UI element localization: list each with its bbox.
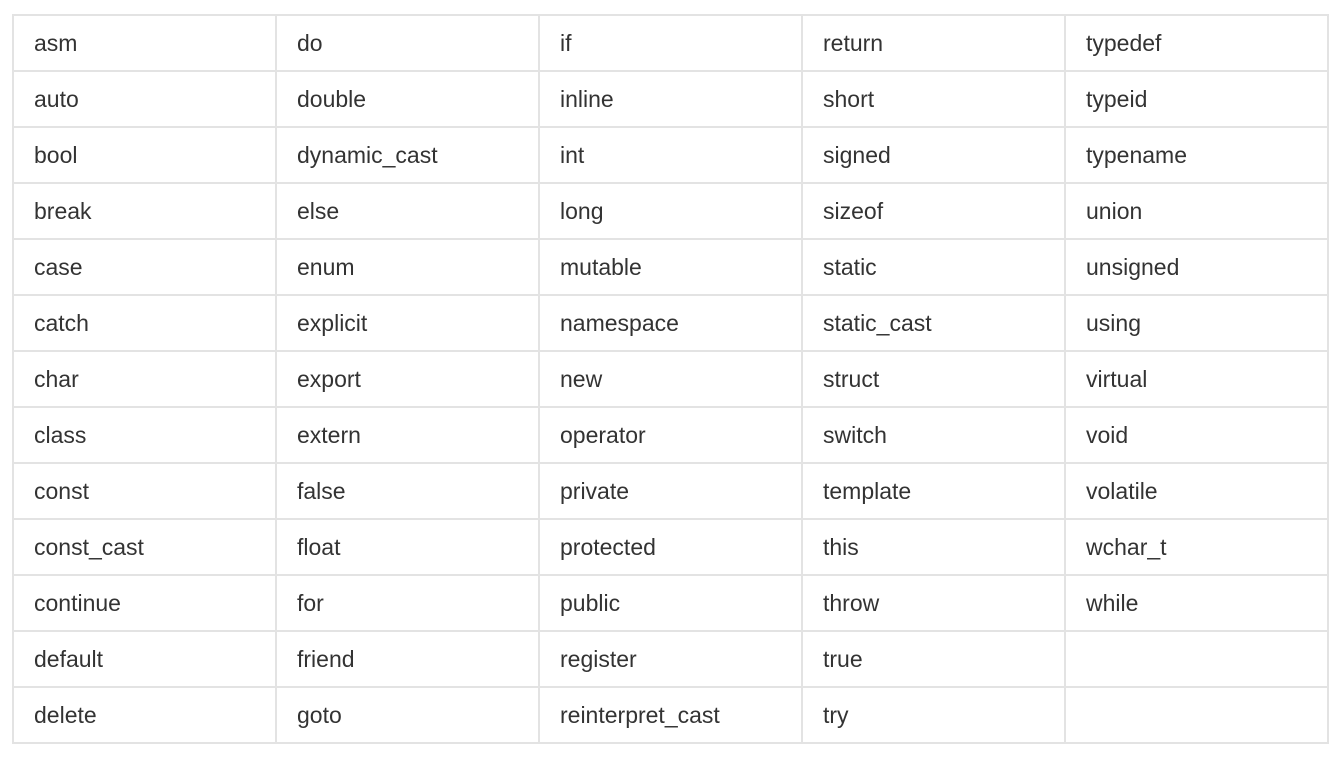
keyword-cell: continue bbox=[12, 574, 277, 632]
keyword-cell: extern bbox=[275, 406, 540, 464]
keyword-cell: mutable bbox=[538, 238, 803, 296]
keyword-cell: friend bbox=[275, 630, 540, 688]
keyword-cell: goto bbox=[275, 686, 540, 744]
keyword-cell: enum bbox=[275, 238, 540, 296]
keyword-cell: catch bbox=[12, 294, 277, 352]
keyword-cell: using bbox=[1064, 294, 1329, 352]
keyword-cell: sizeof bbox=[801, 182, 1066, 240]
keyword-cell: const bbox=[12, 462, 277, 520]
keyword-cell: float bbox=[275, 518, 540, 576]
keyword-cell: double bbox=[275, 70, 540, 128]
keyword-cell: while bbox=[1064, 574, 1329, 632]
keyword-cell: else bbox=[275, 182, 540, 240]
keyword-cell: throw bbox=[801, 574, 1066, 632]
keyword-cell: reinterpret_cast bbox=[538, 686, 803, 744]
keyword-cell: struct bbox=[801, 350, 1066, 408]
keyword-cell: default bbox=[12, 630, 277, 688]
keyword-cell: this bbox=[801, 518, 1066, 576]
keyword-cell: return bbox=[801, 14, 1066, 72]
keyword-cell: if bbox=[538, 14, 803, 72]
keyword-cell: protected bbox=[538, 518, 803, 576]
keyword-cell: inline bbox=[538, 70, 803, 128]
keyword-cell: const_cast bbox=[12, 518, 277, 576]
keyword-cell: unsigned bbox=[1064, 238, 1329, 296]
keyword-cell: do bbox=[275, 14, 540, 72]
keyword-cell: long bbox=[538, 182, 803, 240]
keyword-cell: explicit bbox=[275, 294, 540, 352]
keyword-cell: volatile bbox=[1064, 462, 1329, 520]
keyword-cell: break bbox=[12, 182, 277, 240]
empty-cell bbox=[1064, 686, 1329, 744]
keyword-cell: for bbox=[275, 574, 540, 632]
keyword-cell: class bbox=[12, 406, 277, 464]
keyword-cell: register bbox=[538, 630, 803, 688]
keyword-cell: void bbox=[1064, 406, 1329, 464]
keyword-cell: true bbox=[801, 630, 1066, 688]
keyword-cell: export bbox=[275, 350, 540, 408]
keyword-cell: wchar_t bbox=[1064, 518, 1329, 576]
keyword-cell: namespace bbox=[538, 294, 803, 352]
keyword-cell: template bbox=[801, 462, 1066, 520]
keyword-cell: virtual bbox=[1064, 350, 1329, 408]
keyword-cell: static bbox=[801, 238, 1066, 296]
keyword-cell: new bbox=[538, 350, 803, 408]
keyword-cell: signed bbox=[801, 126, 1066, 184]
keyword-cell: public bbox=[538, 574, 803, 632]
keyword-cell: short bbox=[801, 70, 1066, 128]
keyword-cell: int bbox=[538, 126, 803, 184]
keyword-cell: union bbox=[1064, 182, 1329, 240]
keyword-cell: false bbox=[275, 462, 540, 520]
keyword-cell: typeid bbox=[1064, 70, 1329, 128]
keyword-cell: asm bbox=[12, 14, 277, 72]
keyword-cell: typedef bbox=[1064, 14, 1329, 72]
keyword-cell: private bbox=[538, 462, 803, 520]
keyword-cell: dynamic_cast bbox=[275, 126, 540, 184]
keyword-cell: char bbox=[12, 350, 277, 408]
keyword-cell: try bbox=[801, 686, 1066, 744]
keyword-cell: switch bbox=[801, 406, 1066, 464]
keyword-cell: delete bbox=[12, 686, 277, 744]
keyword-cell: static_cast bbox=[801, 294, 1066, 352]
empty-cell bbox=[1064, 630, 1329, 688]
keyword-cell: bool bbox=[12, 126, 277, 184]
keyword-cell: typename bbox=[1064, 126, 1329, 184]
keyword-cell: operator bbox=[538, 406, 803, 464]
keyword-cell: case bbox=[12, 238, 277, 296]
keyword-cell: auto bbox=[12, 70, 277, 128]
